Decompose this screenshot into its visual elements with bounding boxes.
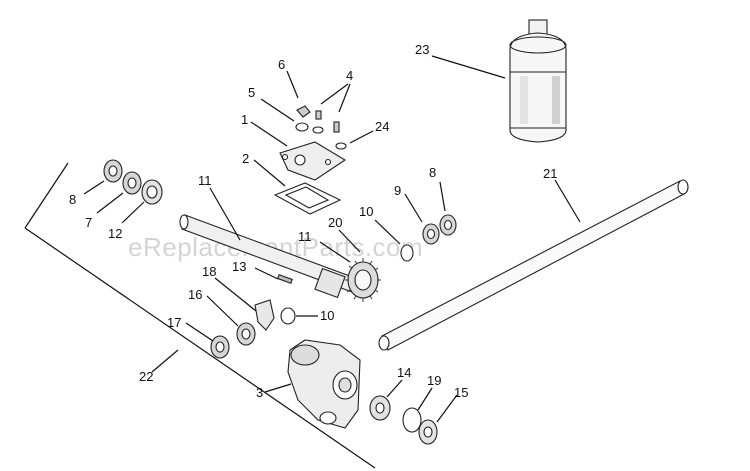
cover-1 — [279, 141, 347, 181]
callout-19: 19 — [427, 373, 441, 388]
gear-20 — [345, 258, 381, 302]
bearing-7 — [122, 171, 142, 195]
callout-6: 6 — [278, 57, 285, 72]
bearing-8-left — [103, 159, 123, 183]
callout-21: 21 — [543, 166, 557, 181]
assembly-bracket-22 — [24, 162, 376, 469]
shaft-11 — [179, 214, 356, 299]
snap-ring-19 — [402, 407, 422, 433]
callout-15: 15 — [454, 385, 468, 400]
screws-4 — [312, 110, 340, 134]
washer-10-right — [400, 244, 414, 262]
washer-10-lower — [280, 307, 296, 325]
callout-5: 5 — [248, 85, 255, 100]
callout-20: 20 — [328, 215, 342, 230]
seal-15 — [418, 419, 438, 445]
callout-23: 23 — [415, 42, 429, 57]
washer-24 — [335, 142, 347, 150]
shaft-21 — [378, 179, 689, 351]
callout-17: 17 — [167, 315, 181, 330]
bolt-6 — [296, 105, 311, 118]
bearing-14 — [369, 395, 391, 421]
bottle-23 — [509, 19, 567, 143]
bearing-9 — [422, 223, 440, 245]
callout-2: 2 — [242, 151, 249, 166]
callout-4: 4 — [346, 68, 353, 83]
fork-18 — [254, 299, 275, 331]
key-13 — [277, 274, 293, 284]
callout-12: 12 — [108, 226, 122, 241]
washer-5 — [295, 122, 309, 132]
callout-11-lower: 11 — [298, 229, 312, 244]
callout-7: 7 — [85, 215, 92, 230]
callout-13: 13 — [232, 259, 246, 274]
callout-24: 24 — [375, 119, 389, 134]
callout-16: 16 — [188, 287, 202, 302]
bushing-12 — [141, 179, 163, 205]
bearing-16 — [236, 322, 256, 346]
gearbox-housing-3 — [287, 339, 361, 429]
callout-10-right: 10 — [359, 204, 373, 219]
callout-22: 22 — [139, 369, 153, 384]
callout-10-lower: 10 — [320, 308, 334, 323]
callout-8-right: 8 — [429, 165, 436, 180]
bearing-8-right — [439, 214, 457, 236]
callout-1: 1 — [241, 112, 248, 127]
leader-lines — [83, 55, 581, 423]
bearing-17 — [210, 335, 230, 359]
gasket-2 — [273, 182, 342, 215]
callout-numbers: 23 6 4 5 1 24 2 11 8 21 9 8 10 7 20 12 1… — [69, 42, 557, 400]
callout-9: 9 — [394, 183, 401, 198]
callout-11-upper: 11 — [198, 173, 212, 188]
callout-14: 14 — [397, 365, 411, 380]
callout-8-left: 8 — [69, 192, 76, 207]
callout-18: 18 — [202, 264, 216, 279]
callout-3: 3 — [256, 385, 263, 400]
